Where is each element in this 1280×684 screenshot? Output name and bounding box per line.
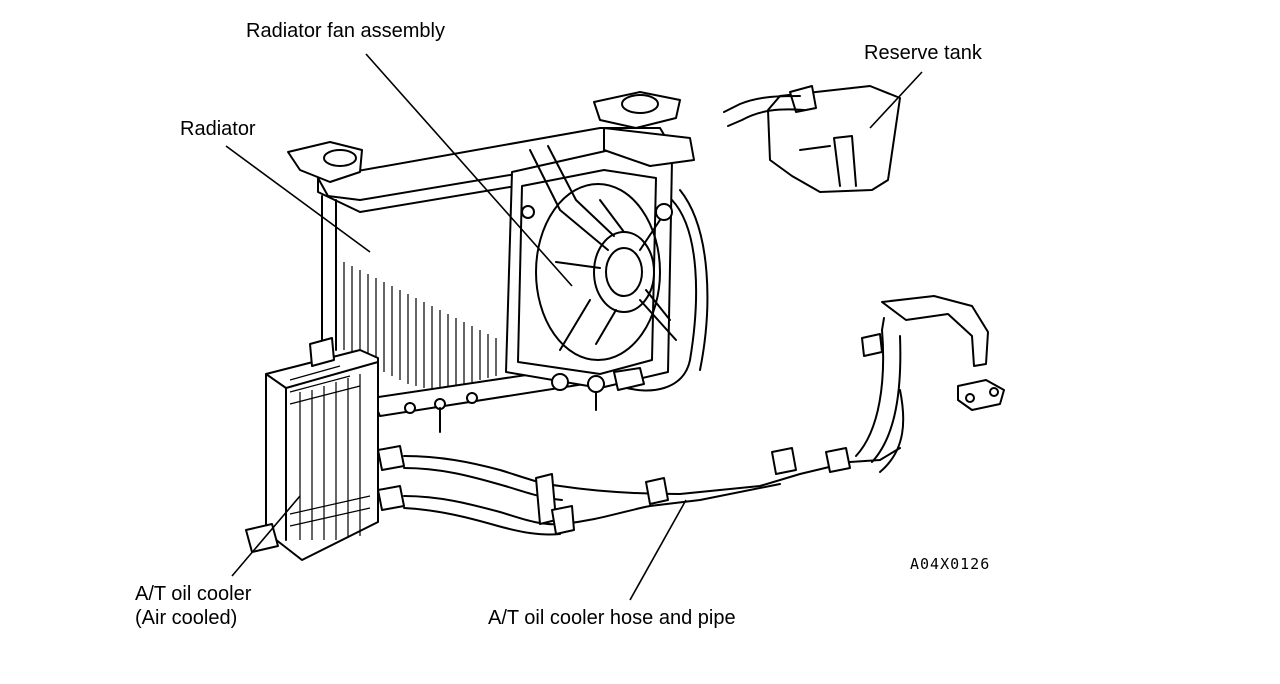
label-radiator-fan-assembly: Radiator fan assembly	[246, 20, 445, 42]
fan-assembly-drawing	[505, 127, 709, 411]
leader-reserve-tank	[869, 71, 923, 129]
label-at-oil-cooler-hose: A/T oil cooler hose and pipe	[488, 607, 736, 629]
oil-cooler-drawing	[245, 337, 405, 561]
leader-radiator-fan-assembly	[365, 53, 573, 287]
hose-and-pipe-drawing	[403, 295, 1005, 536]
leader-lines	[225, 53, 923, 601]
radiator-drawing	[287, 91, 681, 433]
reserve-tank-drawing	[723, 85, 901, 193]
leader-radiator	[225, 145, 371, 253]
label-at-oil-cooler-line1: A/T oil cooler	[135, 583, 252, 605]
leader-hose-and-pipe	[629, 499, 687, 601]
label-at-oil-cooler-line2: (Air cooled)	[135, 607, 238, 629]
figure-code: A04X0126	[910, 555, 991, 573]
label-radiator: Radiator	[180, 118, 256, 140]
leader-oil-cooler	[231, 495, 301, 577]
label-reserve-tank: Reserve tank	[864, 42, 982, 64]
radiator-fins	[343, 262, 497, 390]
